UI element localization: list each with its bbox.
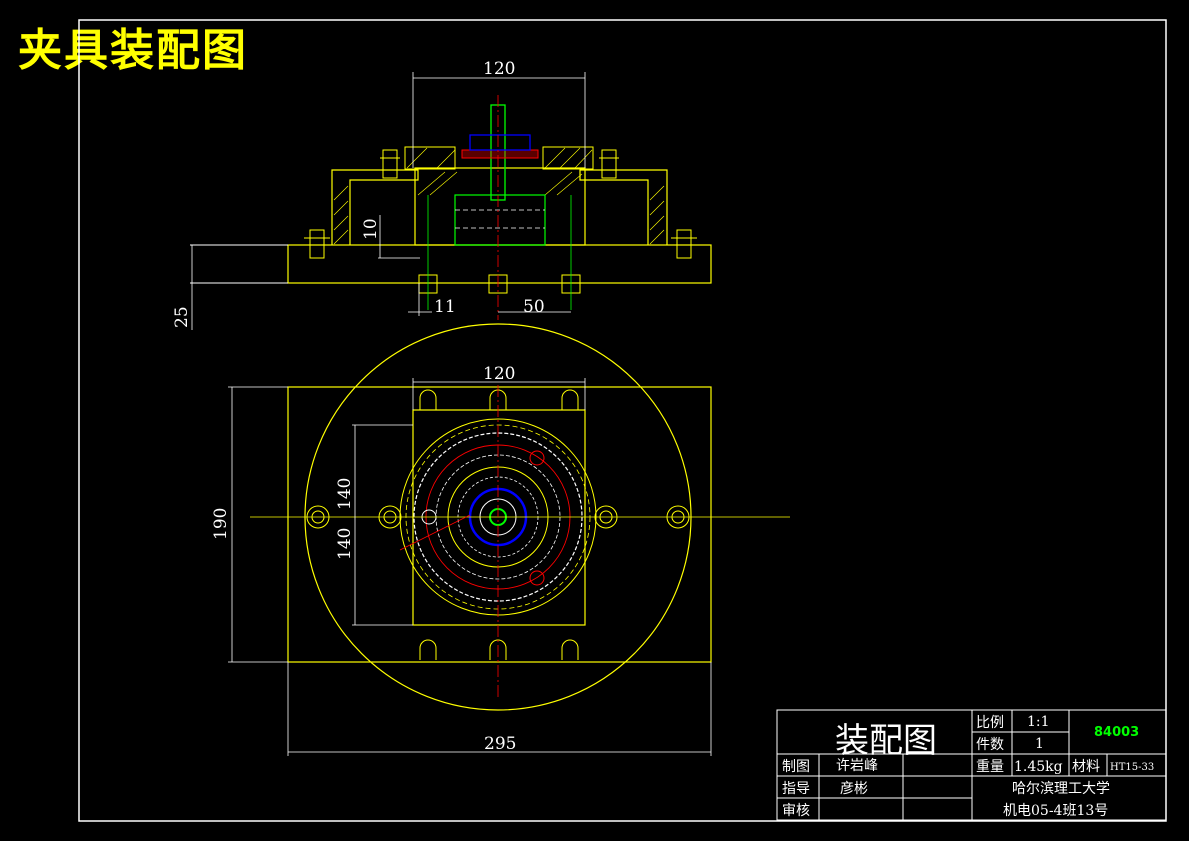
weight-value: 1.45kg — [1014, 759, 1063, 775]
quantity-value: 1 — [1035, 736, 1044, 752]
guide-by: 彦彬 — [840, 781, 868, 797]
school-name: 哈尔滨理工大学 — [1012, 781, 1110, 797]
dim-top-overall-width: 295 — [484, 734, 516, 754]
drawn-label: 制图 — [782, 759, 810, 775]
base-plate-outline — [287, 386, 712, 663]
drawing-title: 夹具装配图 — [18, 25, 248, 76]
scale-value: 1:1 — [1027, 714, 1050, 730]
class-info: 机电05-4班13号 — [1003, 803, 1108, 819]
dim-pin-offset: 11 — [434, 297, 456, 317]
material-value: HT15-33 — [1110, 762, 1154, 773]
title-block-text: 装配图 比例 1:1 件数 1 重量 1.45kg 材料 HT15-33 840… — [782, 714, 1154, 819]
quantity-label: 件数 — [976, 737, 1004, 753]
dim-top-height-upper: 140 — [335, 478, 355, 510]
title-block — [776, 709, 1167, 821]
drawing-name: 装配图 — [835, 721, 937, 761]
dim-pin-spacing: 50 — [523, 297, 545, 317]
top-view — [228, 323, 790, 756]
dimension-labels: 120 10 25 11 50 120 140 140 190 295 — [172, 59, 545, 754]
clamp-body-outline — [412, 409, 586, 626]
washer — [461, 149, 539, 159]
material-label: 材料 — [1072, 759, 1100, 775]
workpiece — [454, 194, 546, 246]
dim-top-height-lower: 140 — [335, 528, 355, 560]
drawing-frame — [78, 19, 1167, 822]
weight-label: 重量 — [976, 759, 1004, 775]
guide-label: 指导 — [782, 781, 810, 797]
base-plate — [287, 244, 712, 284]
front-view — [190, 72, 712, 330]
dim-top-width: 120 — [483, 364, 515, 384]
dim-front-base-25: 25 — [172, 306, 192, 328]
review-label: 审核 — [782, 803, 810, 819]
fixture-body — [414, 167, 586, 246]
scale-label: 比例 — [976, 715, 1004, 731]
right-clamp-arm — [579, 169, 668, 245]
dim-top-overall-height: 190 — [211, 508, 231, 540]
dim-front-height-10: 10 — [361, 218, 381, 240]
drawing-number: 84003 — [1094, 725, 1139, 740]
left-clamp-arm — [331, 169, 419, 245]
nut — [469, 134, 531, 151]
drawn-by: 许岩峰 — [836, 758, 878, 774]
dim-front-width: 120 — [483, 59, 515, 79]
